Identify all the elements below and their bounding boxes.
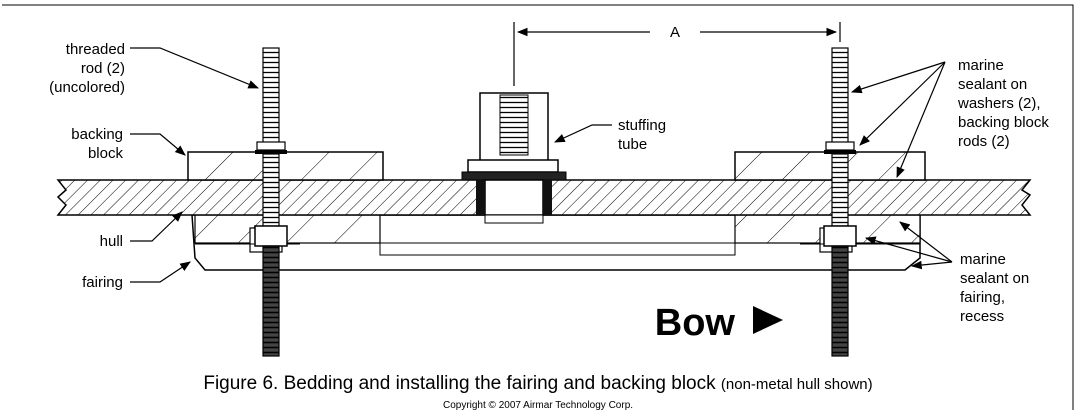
svg-text:block: block [88,145,124,162]
bow-arrow-icon [753,306,783,334]
dimension-label: A [670,24,680,41]
svg-text:washers (2),: washers (2), [957,95,1041,112]
svg-text:hull: hull [100,233,123,250]
dimension-a: A [513,22,841,86]
copyright-notice: Copyright © 2007 Airmar Technology Corp. [443,400,633,411]
svg-text:rods (2): rods (2) [958,133,1010,150]
threaded-rod-right [823,47,857,357]
bow-label: Bow [655,302,736,344]
svg-text:sealant on: sealant on [960,270,1029,287]
svg-text:marine: marine [960,251,1006,268]
svg-text:backing block: backing block [958,114,1049,131]
label-sealant-fairing: marine sealant on fairing, recess [864,221,1029,325]
svg-text:tube: tube [618,136,647,153]
backing-block [187,151,926,181]
svg-text:stuffing: stuffing [618,117,666,134]
fairing [191,214,921,271]
svg-text:fairing: fairing [82,274,123,291]
svg-text:fairing,: fairing, [960,289,1005,306]
label-sealant-washers: marine sealant on washers (2), backing b… [850,57,1049,178]
threaded-rod-left [254,47,288,357]
label-backing-block: backing block [71,126,186,162]
svg-text:rod (2): rod (2) [81,60,125,77]
svg-text:sealant on: sealant on [958,76,1027,93]
svg-text:threaded: threaded [66,41,125,58]
svg-text:backing: backing [71,126,123,143]
svg-text:marine: marine [958,57,1004,74]
figure-frame [2,4,1074,410]
bow-indicator: Bow [655,302,783,344]
label-stuffing-tube: stuffing tube [554,117,666,153]
svg-text:recess: recess [960,308,1004,325]
stuffing-tube [461,92,567,224]
label-hull: hull [100,211,183,250]
label-fairing: fairing [82,261,191,291]
label-threaded-rod: threaded rod (2) (uncolored) [49,41,259,96]
figure-caption: Figure 6. Bedding and installing the fai… [203,373,872,394]
svg-text:(uncolored): (uncolored) [49,79,125,96]
